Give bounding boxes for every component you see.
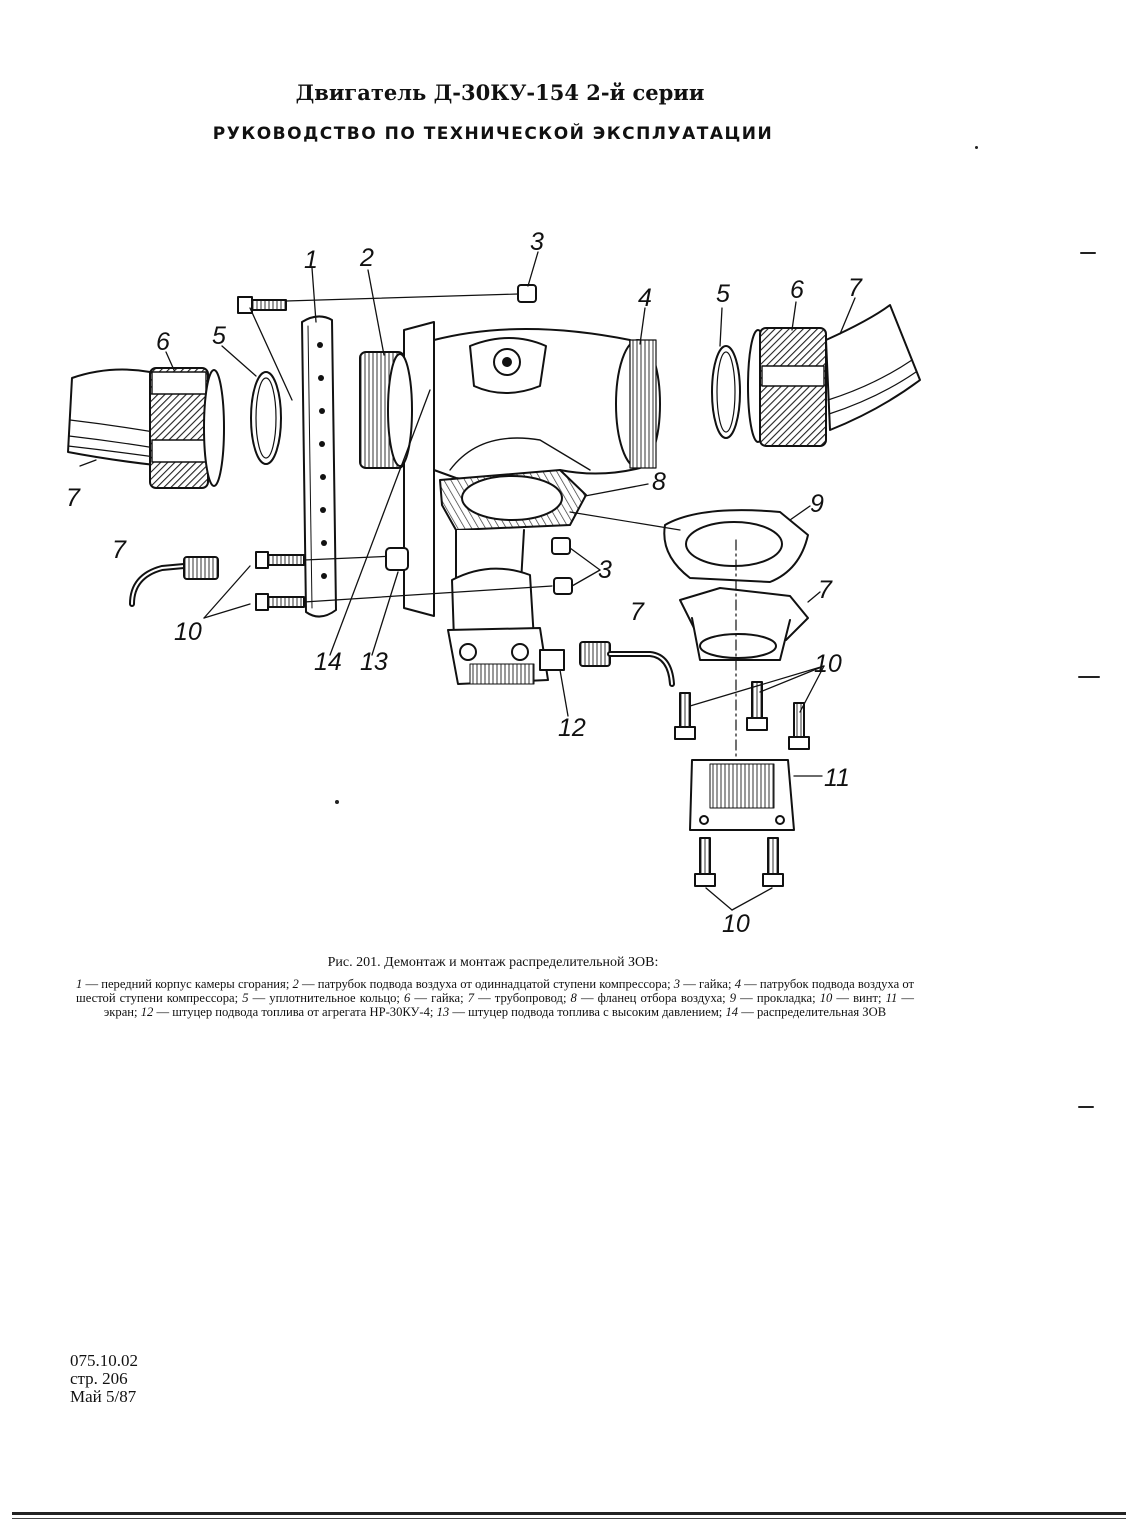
front-casing-flange [301,315,337,618]
bottom-rule-thin [12,1518,1126,1519]
screw-axis-line-1 [303,555,397,561]
callout-13: 13 [360,648,388,676]
legend-number: 4 [734,977,741,991]
figure-legend: 1 — передний корпус камеры сгорания; 2 —… [76,977,914,1019]
nut-b [553,577,573,595]
legend-number: 6 [404,991,411,1005]
high-pressure-fitting [385,547,409,571]
callout-6-right: 6 [790,276,804,304]
right-curved-pipe [825,304,921,431]
right-screws [674,681,810,750]
left-nut [149,367,225,489]
legend-text: — патрубок подвода воздуха от одиннадцат… [298,977,674,991]
legend-number: 8 [570,991,577,1005]
revision-date: Май 5/87 [70,1387,137,1406]
nut-a [551,537,571,555]
legend-text: — уплотнительное кольцо; [248,991,404,1005]
scan-speck [335,800,339,804]
flange-block [679,587,809,661]
callout-1: 1 [304,246,318,274]
callout-14: 14 [314,648,342,676]
legend-text: — гайка; [680,977,735,991]
callout-7-right-pipe: 7 [848,274,863,302]
screw-axis-line-2 [303,585,553,603]
page-number: стр. 206 [70,1369,128,1388]
top-nut [517,284,537,303]
callout-7-left-pipe: 7 [66,484,81,512]
legend-number: 10 [819,991,833,1005]
callout-11: 11 [824,764,850,792]
legend-number: 14 [725,1005,739,1019]
legend-number: 9 [729,991,737,1005]
callout-12: 12 [558,714,586,742]
legend-text: — штуцер подвода топлива с высоким давле… [449,1005,726,1019]
right-seal-ring-inner [716,351,736,433]
legend-text: — штуцер подвода топлива от агрегата НР-… [153,1005,437,1019]
right-seal-ring [711,345,741,439]
legend-text: — трубопровод; [474,991,571,1005]
legend-text: — винт; [832,991,886,1005]
callout-2: 2 [359,244,374,272]
callout-3-top: 3 [530,228,544,256]
figure-caption-title: Рис. 201. Демонтаж и монтаж распределите… [327,955,659,970]
scan-mark [1080,252,1096,254]
callout-3-nuts: 3 [598,556,612,584]
left-screws [255,551,305,611]
legend-number: 7 [467,991,474,1005]
scan-speck [975,146,978,149]
legend-number: 2 [292,977,299,991]
exploded-assembly-drawing: 1 2 3 4 5 6 7 6 5 7 8 9 7 3 7 7 10 14 13… [66,228,921,938]
callout-4: 4 [638,284,652,312]
scan-mark [1078,1106,1094,1108]
assembly-axis-line [285,293,519,302]
left-curved-pipe [67,368,156,466]
legend-number: 1 [76,977,83,991]
top-bolt [237,296,287,314]
callout-7-right-fuel-pipe: 7 [630,598,645,626]
gasket-axis-line [569,511,681,531]
page-footer: 075.10.02 стр. 206 Май 5/87 [70,1352,138,1406]
right-nut [747,327,827,447]
scan-mark [1078,676,1100,678]
left-fuel-pipe [129,556,219,607]
distributor-body [359,321,661,685]
callout-7-left-fuel-pipe: 7 [112,536,127,564]
callout-5-left: 5 [212,322,226,350]
document-code: 075.10.02 [70,1351,138,1370]
callout-8: 8 [652,468,666,496]
heat-screen [689,759,795,831]
legend-number: 3 [673,977,681,991]
legend-text: — фланец отбора воздуха; [576,991,730,1005]
callout-10-right: 10 [814,650,842,678]
document-subtitle: РУКОВОДСТВО ПО ТЕХНИЧЕСКОЙ ЭКСПЛУАТАЦИИ [212,124,774,144]
left-seal-ring [250,371,282,465]
document-title: Двигатель Д-30КУ-154 2-й серии [295,80,705,105]
legend-text: — гайка; [410,991,468,1005]
legend-text: — экран; [103,991,915,1019]
leader-lines [79,251,856,911]
callout-10-bottom: 10 [722,910,750,938]
bottom-rule [12,1512,1126,1515]
legend-number: 12 [140,1005,154,1019]
callout-7-flange: 7 [818,576,833,604]
legend-text: — распределительная ЗОВ [738,1005,887,1019]
legend-number: 5 [242,991,249,1005]
legend-number: 11 [885,991,898,1005]
callout-10-left: 10 [174,618,202,646]
left-seal-ring-inner [255,377,277,459]
legend-number: 13 [436,1005,450,1019]
right-fuel-pipe [579,641,675,687]
callout-9: 9 [810,490,824,518]
bottom-screws [694,837,784,887]
legend-text: — прокладка; [736,991,820,1005]
callout-5-right: 5 [716,280,730,308]
callout-6-left: 6 [156,328,170,356]
legend-text: — патрубок подвода воздуха от шестой сту… [76,977,914,1005]
legend-text: — передний корпус камеры сгорания; [82,977,293,991]
